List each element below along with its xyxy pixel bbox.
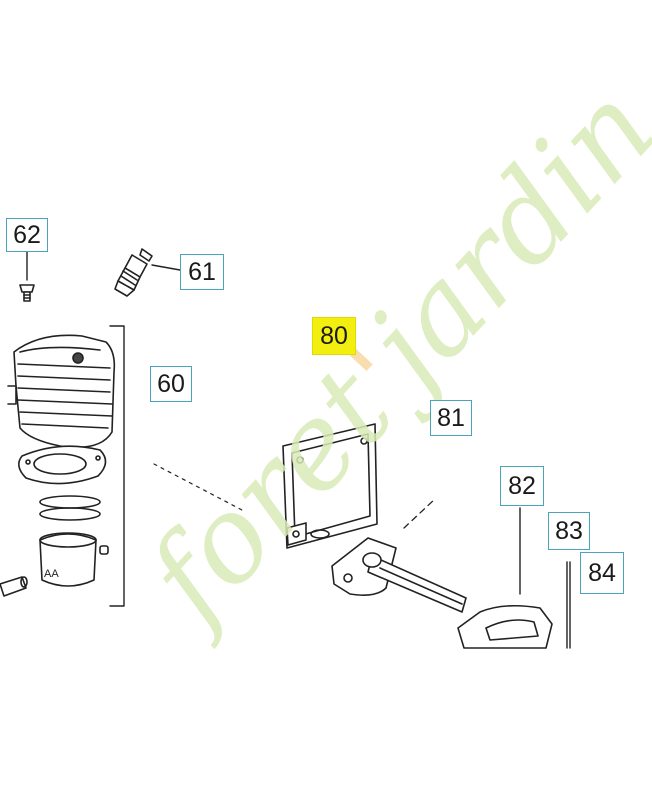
callout-81[interactable]: 81 xyxy=(430,400,472,436)
part-60-cylinder-assembly: AA xyxy=(0,325,125,607)
part-81-intake-manifold xyxy=(331,497,467,613)
callout-82[interactable]: 82 xyxy=(500,466,544,506)
part-62-screw xyxy=(19,251,35,302)
callout-83[interactable]: 83 xyxy=(548,512,590,550)
part-61-spark-plug xyxy=(114,248,181,297)
callout-61[interactable]: 61 xyxy=(180,254,224,290)
callout-62[interactable]: 62 xyxy=(6,218,48,252)
callout-60[interactable]: 60 xyxy=(150,366,192,402)
part-82-gasket xyxy=(457,507,553,649)
callout-84[interactable]: 84 xyxy=(580,552,624,594)
part-80-plate xyxy=(282,423,378,549)
callout-80[interactable]: 80 xyxy=(312,317,356,355)
leader-dashed xyxy=(153,463,243,511)
svg-text:AA: AA xyxy=(44,568,59,580)
